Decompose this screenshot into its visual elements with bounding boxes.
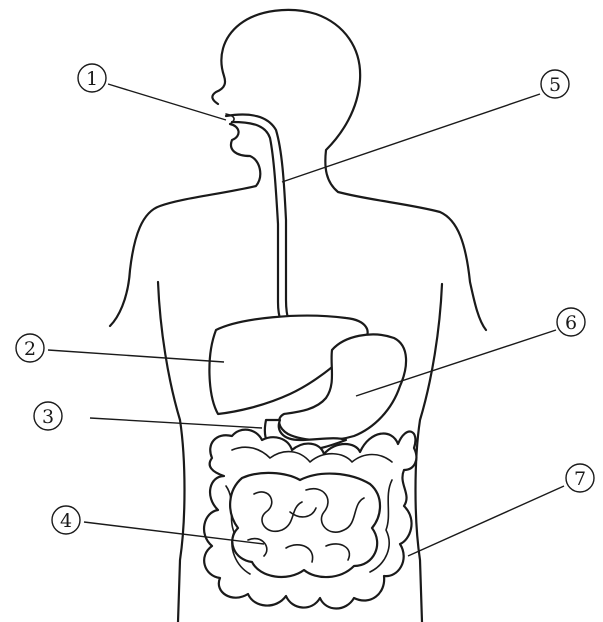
label-3: 3 [34, 402, 62, 430]
label-7: 7 [566, 464, 594, 492]
label-3-text: 3 [42, 406, 54, 428]
leader-line-2 [48, 350, 224, 362]
leader-line-7 [408, 486, 564, 556]
label-4: 4 [52, 506, 80, 534]
leader-line-5 [282, 94, 540, 182]
leader-line-3 [90, 418, 262, 428]
label-1-text: 1 [86, 68, 98, 90]
label-6: 6 [557, 308, 585, 336]
small-intestine [230, 473, 380, 577]
esophagus [226, 115, 298, 336]
label-5: 5 [541, 70, 569, 98]
label-2-text: 2 [24, 338, 36, 360]
label-1: 1 [78, 64, 106, 92]
leader-line-1 [108, 84, 226, 120]
label-6-text: 6 [565, 312, 577, 334]
label-2: 2 [16, 334, 44, 362]
label-7-text: 7 [574, 468, 586, 490]
label-4-text: 4 [60, 510, 72, 532]
label-5-text: 5 [549, 74, 561, 96]
